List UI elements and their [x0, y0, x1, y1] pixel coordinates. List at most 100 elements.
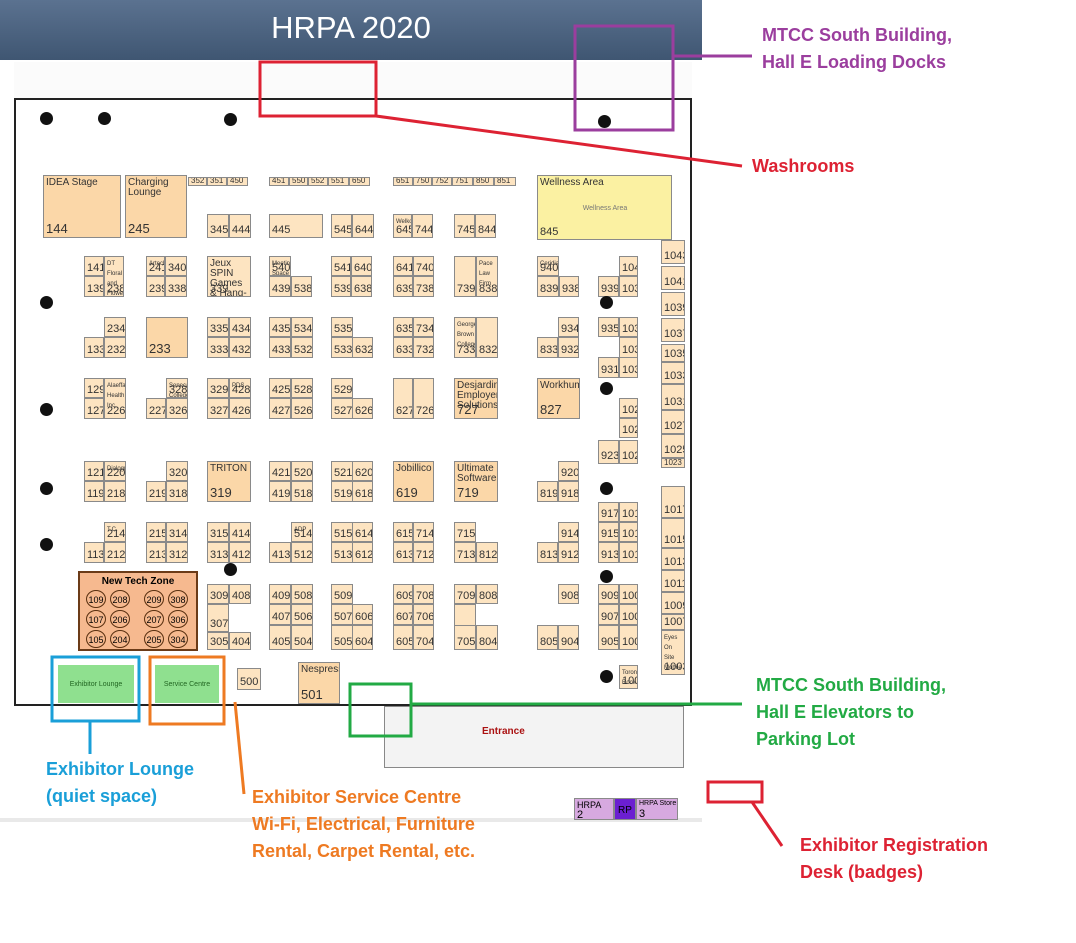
- booth-1043[interactable]: 1043: [661, 240, 685, 264]
- booth-241[interactable]: Artech241: [146, 256, 165, 276]
- booth-412[interactable]: 412: [229, 542, 251, 563]
- pod-107[interactable]: 107: [86, 610, 106, 628]
- booth-312[interactable]: 312: [166, 542, 188, 563]
- booth-408[interactable]: 408: [229, 584, 251, 604]
- booth-804[interactable]: 804: [476, 625, 498, 650]
- booth-218[interactable]: 218: [104, 481, 126, 502]
- booth-1026[interactable]: 1026: [619, 398, 638, 418]
- booth-833[interactable]: 833: [537, 337, 558, 358]
- booth-1017[interactable]: 1017: [661, 486, 685, 518]
- booth-739[interactable]: 739: [454, 256, 476, 297]
- booth-505[interactable]: 505: [331, 625, 353, 650]
- booth-1015[interactable]: 1015: [661, 518, 685, 548]
- booth-233[interactable]: 233: [146, 317, 188, 358]
- booth-214[interactable]: T.C.214: [104, 522, 126, 542]
- booth-339[interactable]: Jeux SPIN Games & Hang-Out339: [207, 256, 251, 297]
- booth-352[interactable]: 352: [188, 177, 207, 186]
- booth-405[interactable]: 405: [269, 625, 291, 650]
- booth-327[interactable]: 327: [207, 398, 229, 419]
- booth-444[interactable]: 444: [229, 214, 251, 238]
- booth-320[interactable]: 320: [166, 461, 188, 481]
- exhibitor-lounge-area[interactable]: Exhibitor Lounge: [58, 665, 134, 703]
- booth-813[interactable]: 813: [537, 542, 558, 563]
- booth-309[interactable]: 309: [207, 584, 229, 604]
- booth-318[interactable]: 318: [166, 481, 188, 502]
- booth-329[interactable]: 329: [207, 378, 229, 398]
- booth-751[interactable]: 751: [452, 177, 473, 186]
- booth-427[interactable]: 427: [269, 398, 291, 419]
- booth-551[interactable]: 551: [328, 177, 349, 186]
- pod-105[interactable]: 105: [86, 630, 106, 648]
- pod-109[interactable]: 109: [86, 590, 106, 608]
- pod-205[interactable]: 205: [144, 630, 164, 648]
- booth-1009[interactable]: 1009: [661, 592, 685, 614]
- booth-1003[interactable]: Eyes On Site Mobile1003: [661, 630, 685, 675]
- booth-345[interactable]: 345: [207, 214, 229, 238]
- booth-501[interactable]: Nespresso501: [298, 662, 340, 704]
- booth-607[interactable]: 607: [393, 604, 413, 625]
- booth-532[interactable]: 532: [291, 337, 313, 358]
- booth-1004[interactable]: 1004: [619, 625, 638, 650]
- booth-923[interactable]: 923: [598, 440, 619, 464]
- booth-908[interactable]: 908: [558, 584, 579, 604]
- booth-705[interactable]: 705: [454, 625, 476, 650]
- booth-313[interactable]: 313: [207, 542, 229, 563]
- booth-644[interactable]: 644: [352, 214, 374, 238]
- booth-234[interactable]: 234: [104, 317, 126, 337]
- booth-1027[interactable]: 1027: [661, 410, 685, 434]
- booth-529[interactable]: 529: [331, 378, 353, 398]
- booth-508[interactable]: 508: [291, 584, 313, 604]
- booth-640[interactable]: 640: [351, 256, 372, 276]
- booth-506[interactable]: 506: [291, 604, 313, 625]
- booth-932[interactable]: 932: [558, 337, 579, 358]
- booth-426[interactable]: 426: [229, 398, 251, 419]
- booth-507[interactable]: 507: [331, 604, 353, 625]
- booth-635[interactable]: 635: [393, 317, 413, 337]
- booth-627[interactable]: 627: [393, 378, 413, 419]
- booth-407[interactable]: 407: [269, 604, 291, 625]
- booth-604[interactable]: 604: [352, 625, 373, 650]
- booth-538[interactable]: 538: [291, 276, 312, 297]
- booth-704[interactable]: 704: [413, 625, 434, 650]
- booth-740[interactable]: 740: [413, 256, 434, 276]
- booth-832[interactable]: 832: [476, 317, 498, 358]
- booth-651[interactable]: 651: [393, 177, 413, 186]
- booth-909[interactable]: 909: [598, 584, 619, 604]
- booth-1039[interactable]: 1039: [661, 292, 685, 316]
- booth-213[interactable]: 213: [146, 542, 166, 563]
- booth-931[interactable]: 931: [598, 357, 619, 378]
- service-centre-area[interactable]: Service Centre: [155, 665, 219, 703]
- booth-613[interactable]: 613: [393, 542, 413, 563]
- booth-413[interactable]: 413: [269, 542, 291, 563]
- booth-1016[interactable]: 1016: [619, 502, 638, 522]
- booth-907[interactable]: 907: [598, 604, 619, 625]
- booth-526[interactable]: 526: [291, 398, 313, 419]
- booth-226[interactable]: Alaeffa Health Inc.226: [104, 378, 126, 419]
- booth-808[interactable]: 808: [476, 584, 498, 604]
- booth-732[interactable]: 732: [413, 337, 434, 358]
- booth-1022[interactable]: 1022: [619, 440, 638, 464]
- booth-632[interactable]: 632: [352, 337, 373, 358]
- booth-315[interactable]: 315: [207, 522, 229, 542]
- booth-425[interactable]: 425: [269, 378, 291, 398]
- booth-215[interactable]: 215: [146, 522, 166, 542]
- booth-1013[interactable]: 1013: [661, 548, 685, 570]
- booth-639[interactable]: 639: [393, 276, 413, 297]
- booth-307[interactable]: 307: [207, 604, 229, 632]
- booth-1035[interactable]: 1035: [661, 344, 685, 362]
- pod-306[interactable]: 306: [168, 610, 188, 628]
- booth-127[interactable]: 127: [84, 398, 104, 419]
- booth-714[interactable]: 714: [413, 522, 434, 542]
